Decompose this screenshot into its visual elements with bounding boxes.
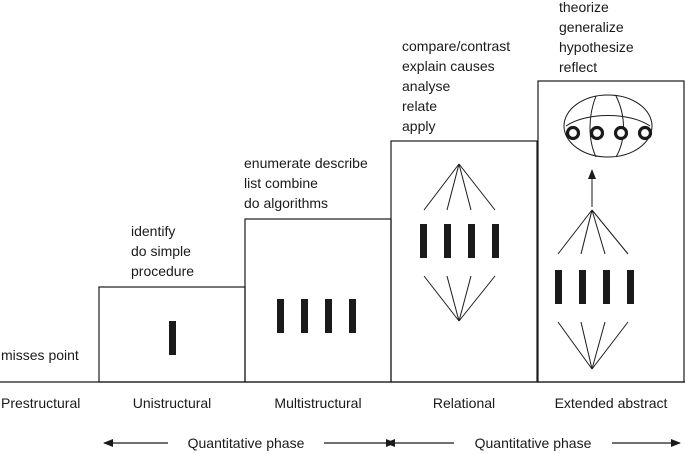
- phase-label-first: Quantitative phase: [187, 435, 305, 451]
- level-label-extended-abstract: Extended abstract: [554, 395, 668, 411]
- verb-line: relate: [402, 98, 438, 114]
- level-label-multistructural: Multistructural: [274, 395, 362, 411]
- verb-line: do simple: [131, 243, 191, 259]
- phase-label-second: Quantitative phase: [474, 435, 592, 451]
- verb-line: explain causes: [402, 58, 495, 74]
- verb-line: misses point: [1, 347, 79, 363]
- verb-line: theorize: [559, 0, 609, 15]
- verb-line: hypothesize: [559, 39, 634, 55]
- verb-line: compare/contrast: [402, 38, 511, 54]
- verb-line: list combine: [244, 175, 318, 191]
- verb-line: identify: [131, 223, 176, 239]
- extended-abstract-box: [537, 80, 685, 383]
- prestructural-verbs: misses point: [1, 345, 79, 365]
- relational-bars: [420, 224, 499, 258]
- level-label-relational: Relational: [432, 395, 496, 411]
- verb-line: procedure: [131, 263, 195, 279]
- relational-box: [390, 140, 538, 383]
- relational-structure: [423, 163, 496, 322]
- extended-abstract-rings: [565, 125, 653, 141]
- verb-line: do algorithms: [244, 195, 329, 211]
- level-label-unistructural: Unistructural: [132, 395, 212, 411]
- verb-line: reflect: [559, 59, 598, 75]
- relational-verbs: compare/contrast explain causes analyse …: [402, 36, 510, 136]
- verb-line: analyse: [402, 78, 451, 94]
- multistructural-verbs: enumerate describe list combine do algor…: [244, 153, 368, 213]
- unistructural-verbs: identify do simple procedure: [131, 221, 194, 281]
- level-label-prestructural: Prestructural: [1, 395, 81, 411]
- verb-line: enumerate describe: [244, 155, 368, 171]
- extended-abstract-structure: [557, 94, 653, 370]
- multistructural-box: [244, 218, 392, 383]
- verb-line: generalize: [559, 19, 624, 35]
- unistructural-bar: [169, 321, 176, 355]
- extended-abstract-bars: [555, 270, 634, 304]
- multistructural-bars: [277, 299, 356, 333]
- extended-abstract-verbs: theorize generalize hypothesize reflect: [559, 0, 634, 77]
- verb-line: apply: [402, 118, 436, 134]
